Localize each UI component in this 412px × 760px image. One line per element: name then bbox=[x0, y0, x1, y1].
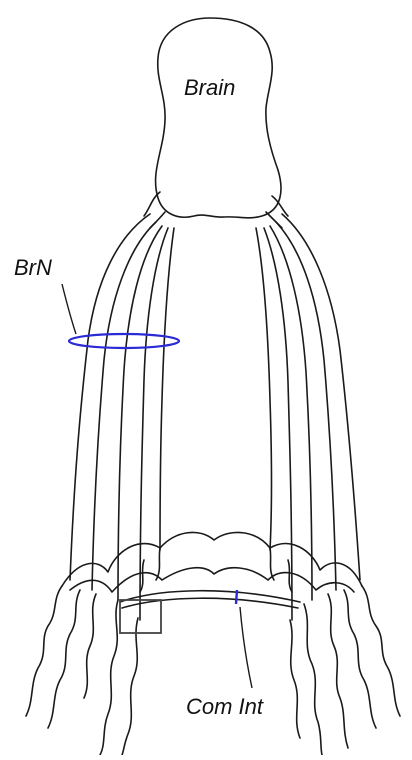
nerve-right-5 bbox=[256, 228, 272, 550]
dome-hook-left bbox=[140, 548, 160, 592]
arm-nerve-left-4 bbox=[100, 600, 118, 755]
brain-label: Brain bbox=[184, 77, 235, 99]
com-int-pointer-line bbox=[240, 607, 252, 688]
arm-nerve-right-3 bbox=[328, 594, 348, 748]
commissure-section-mark bbox=[236, 590, 237, 604]
scalloped-dome bbox=[62, 532, 362, 586]
brachial-nerve-label: BrN bbox=[14, 257, 52, 279]
arm-nerve-right-5 bbox=[290, 620, 300, 738]
arm-nerve-left-1 bbox=[26, 586, 62, 716]
commissure-label: Com Int bbox=[186, 696, 263, 718]
nerve-left-5 bbox=[160, 228, 174, 550]
brn-section-ring bbox=[69, 334, 179, 348]
brain-outline bbox=[156, 18, 281, 218]
brn-pointer-line bbox=[62, 284, 76, 334]
nerve-right-2 bbox=[276, 222, 336, 590]
arm-nerve-right-2 bbox=[344, 590, 376, 728]
arm-nerve-left-3 bbox=[84, 594, 96, 698]
arm-nerve-left-5 bbox=[122, 618, 138, 755]
arm-nerve-left-2 bbox=[48, 590, 80, 728]
arm-nerve-right-4 bbox=[304, 604, 322, 755]
arm-nerve-right-1 bbox=[362, 586, 400, 716]
nerve-right-1 bbox=[282, 214, 360, 580]
nerve-left-2 bbox=[92, 222, 156, 590]
nerve-left-1 bbox=[70, 214, 150, 580]
dome-hook-right bbox=[270, 548, 292, 592]
